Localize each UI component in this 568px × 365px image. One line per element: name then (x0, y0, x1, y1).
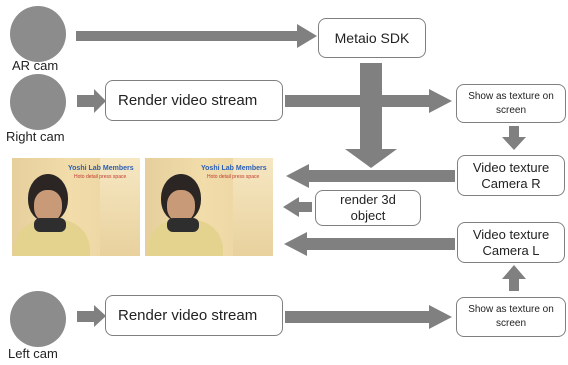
render-video-stream-bottom-box: Render video stream (105, 295, 283, 336)
stereo-frame-left-photo: Yoshi Lab Members Hoto detail press spac… (12, 158, 140, 256)
stereo-frame-right-photo: Yoshi Lab Members Hoto detail press spac… (145, 158, 273, 256)
render-3d-object-label: render 3d object (340, 192, 396, 223)
right-cam-label: Right cam (6, 129, 65, 144)
video-texture-l-label: Video texture Camera L (472, 226, 550, 258)
photo-left-title: Yoshi Lab Members (68, 165, 134, 172)
video-texture-r-label: Video texture Camera R (472, 159, 550, 191)
arrow-render-to-show-bottom (285, 305, 452, 329)
render-video-stream-bottom-label: Render video stream (118, 307, 258, 324)
photo-left-subtitle: Hoto detail press space (74, 174, 127, 180)
right-camera-icon (10, 74, 66, 130)
show-texture-bottom-box: Show as texture on screen (456, 297, 566, 337)
arrow-sdk-down (345, 63, 397, 168)
arrow-texture-r-to-photos (286, 164, 455, 188)
ar-camera-icon (10, 6, 66, 62)
left-camera-icon (10, 291, 66, 347)
video-texture-l-box: Video texture Camera L (457, 222, 565, 263)
show-texture-bottom-label: Show as texture on screen (468, 304, 554, 329)
metaio-sdk-box: Metaio SDK (318, 18, 426, 58)
left-cam-label: Left cam (8, 346, 58, 361)
arrow-rightcam-to-render (77, 89, 106, 113)
ar-cam-label: AR cam (12, 58, 59, 73)
arrow-3d-to-photos (283, 197, 312, 217)
arrow-show-to-texture-r (502, 126, 526, 150)
photo-right-title: Yoshi Lab Members (201, 165, 267, 172)
video-texture-r-box: Video texture Camera R (457, 155, 565, 196)
arrow-texture-l-to-photos (284, 232, 455, 256)
render-3d-object-box: render 3d object (315, 190, 421, 226)
show-texture-top-box: Show as texture on screen (456, 84, 566, 123)
arrow-show-to-texture-l (502, 265, 526, 291)
photo-right-subtitle: Hoto detail press space (207, 174, 260, 180)
render-video-stream-top-box: Render video stream (105, 80, 283, 121)
arrow-ar-to-sdk (76, 24, 317, 48)
render-video-stream-top-label: Render video stream (118, 92, 258, 109)
arrow-leftcam-to-render (77, 305, 106, 327)
show-texture-top-label: Show as texture on screen (468, 90, 554, 116)
metaio-sdk-label: Metaio SDK (334, 30, 410, 46)
